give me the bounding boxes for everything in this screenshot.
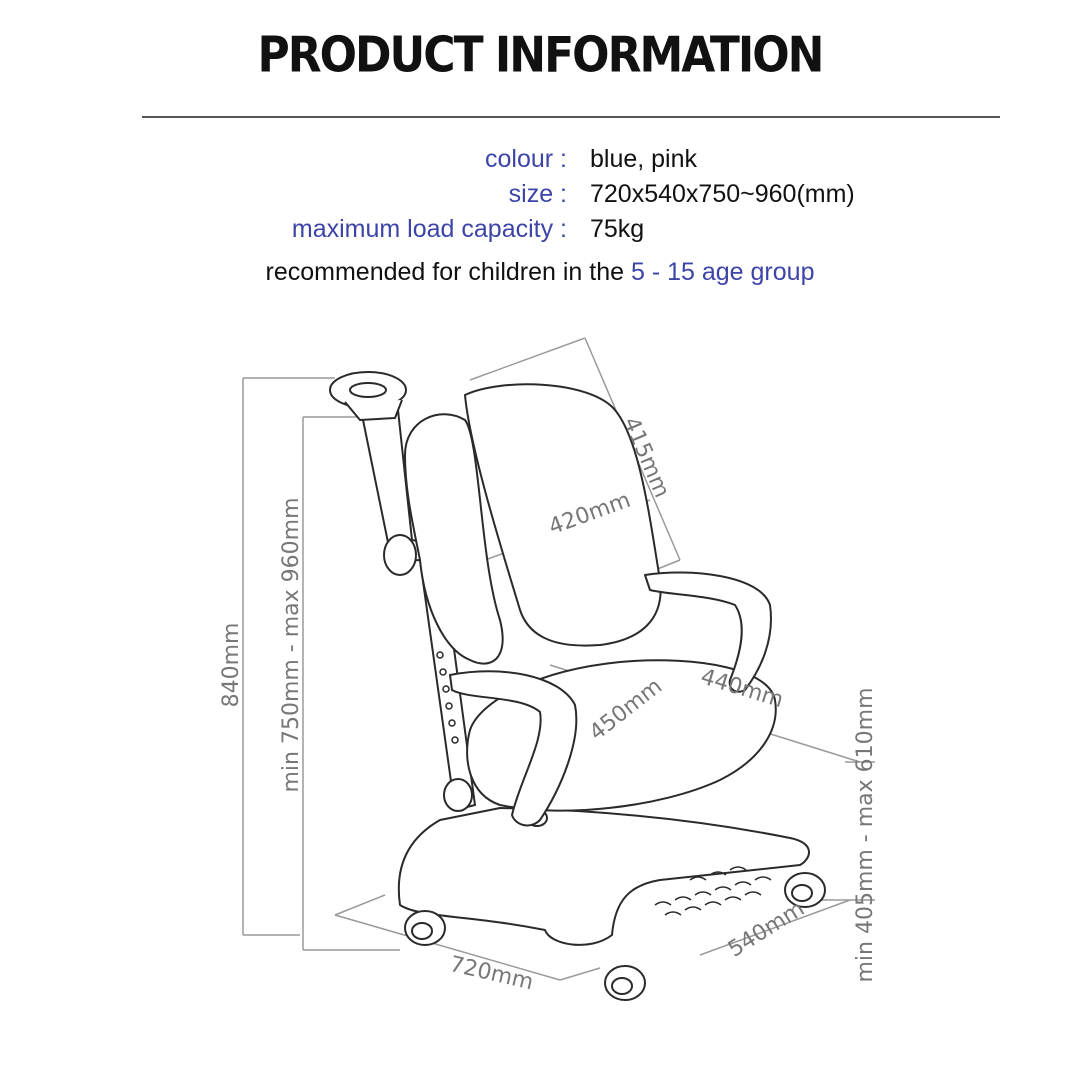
- title-divider: [142, 116, 1000, 118]
- total-height-label: 840mm: [219, 623, 244, 708]
- spec-value: 720x540x750~960(mm): [590, 180, 855, 208]
- spec-label: colour :: [485, 145, 567, 173]
- page-title: PRODUCT INFORMATION: [257, 26, 825, 85]
- base-width-label: 720mm: [447, 952, 535, 995]
- spec-label: size :: [508, 180, 567, 208]
- seat-height-range-label: min 750mm - max 960mm: [279, 497, 304, 792]
- spec-value: blue, pink: [590, 145, 698, 173]
- seat-base-height-label: min 405mm - max 610mm: [853, 687, 878, 982]
- spec-row-size: size : 720x540x750~960(mm): [0, 180, 1080, 214]
- age-recommendation: recommended for children in the 5 - 15 a…: [0, 258, 1080, 287]
- base-depth-label: 540mm: [724, 896, 809, 962]
- spec-value: 75kg: [590, 215, 645, 243]
- spec-label: maximum load capacity :: [291, 215, 567, 243]
- age-group-highlight: 5 - 15 age group: [631, 258, 815, 286]
- recommendation-text: recommended for children in the: [265, 258, 625, 286]
- spec-row-load: maximum load capacity : 75kg: [0, 215, 1080, 249]
- spec-row-colour: colour : blue, pink: [0, 145, 1080, 179]
- chair-illustration: [329, 371, 826, 1001]
